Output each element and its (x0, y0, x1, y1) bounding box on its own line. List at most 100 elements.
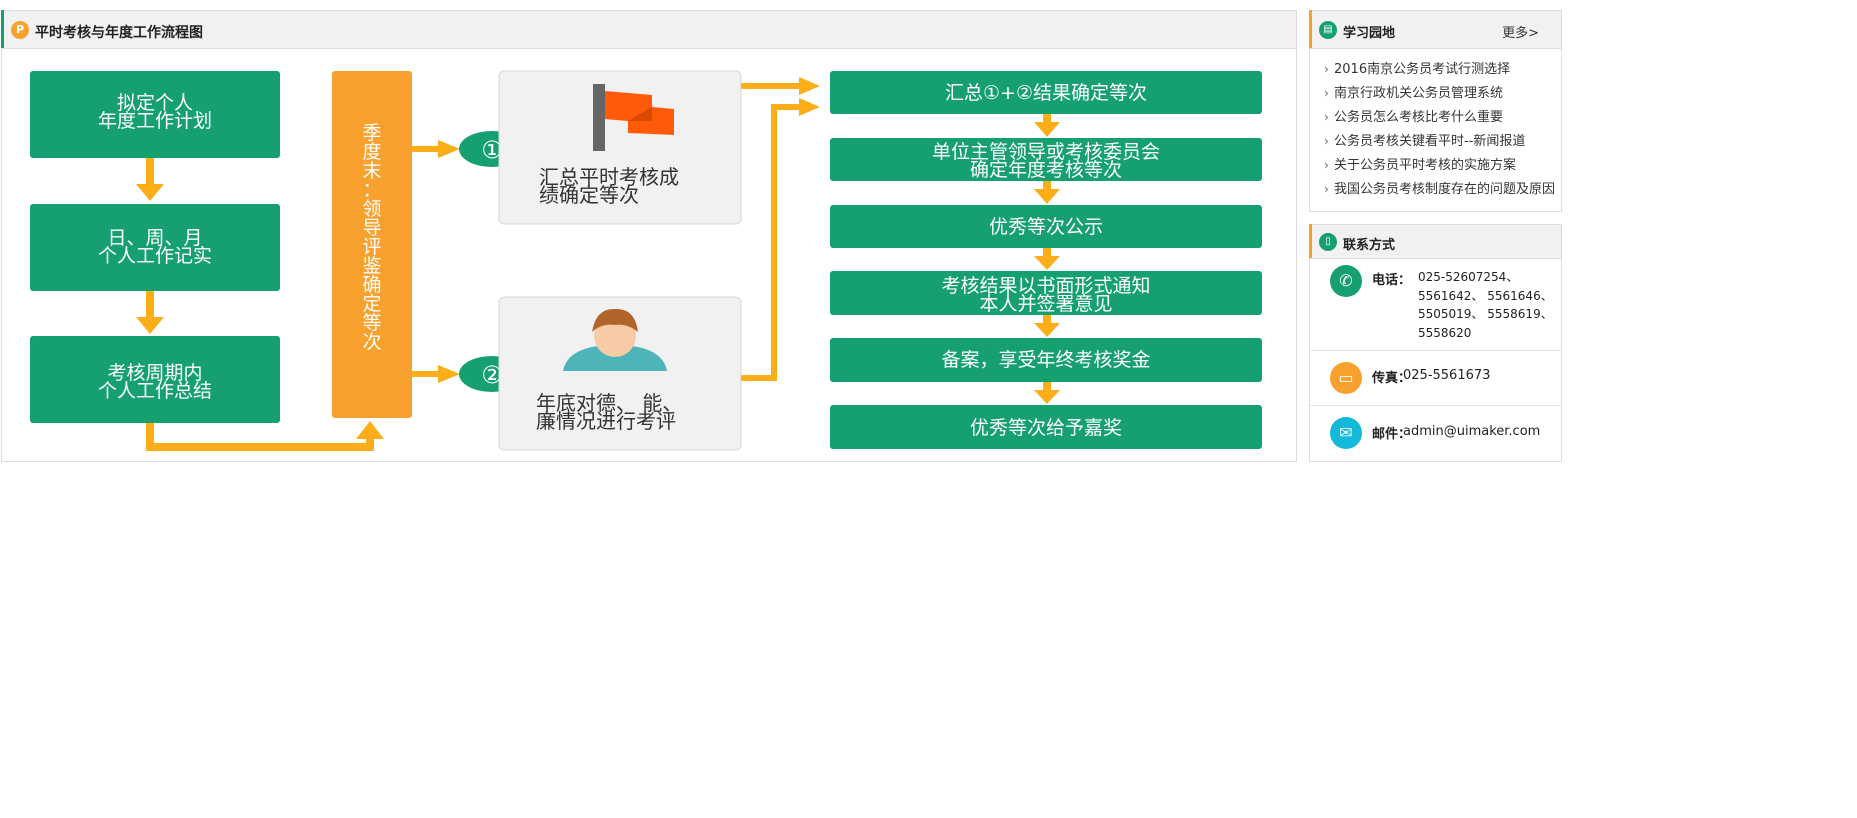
right-step-1: 汇总①+②结果确定等次 (830, 71, 1262, 114)
panel-header: P 平时考核与年度工作流程图 (1, 10, 1296, 49)
chevron-right-icon: › (1324, 158, 1329, 172)
news-list: › 2016南京公务员考试行测选择 › 南京行政机关公务员管理系统 › 公务员怎么考核… (1324, 55, 1555, 203)
right-step-2: 单位主管领导或考核委员会 确定年度考核等次 (830, 138, 1262, 181)
quarter-review-char: 季 (362, 122, 381, 144)
right-step-4: 考核结果以书面形式通知 本人并签署意见 (830, 271, 1262, 315)
list-item-label[interactable]: 公务员怎么考核比考什么重要 (1334, 110, 1504, 125)
right-step-3: 优秀等次公示 (830, 205, 1262, 248)
list-item[interactable]: › 2016南京公务员考试行测选择 (1324, 55, 1555, 83)
quarter-review-char: 等 (362, 312, 381, 334)
study-panel-title: 学习园地 (1343, 26, 1396, 41)
header-accent (1, 10, 4, 48)
header-accent (1309, 10, 1312, 48)
contact-panel-title: 联系方式 (1343, 238, 1396, 253)
mail-icon: ✉ (1330, 417, 1362, 449)
right-step-2-line2: 确定年度考核等次 (970, 159, 1122, 181)
left-step-2-line2: 个人工作记实 (98, 245, 212, 267)
left-down-arrows (136, 158, 164, 334)
right-step-6: 优秀等次给予嘉奖 (830, 405, 1262, 449)
quarter-review-char: 鉴 (362, 255, 381, 277)
left-step-1-line1: 拟定个人 (117, 92, 193, 114)
flag-icon (593, 84, 674, 151)
phone-icon: ✆ (1330, 265, 1362, 297)
quarter-review-char: ： (362, 179, 381, 201)
right-step-4-line1: 考核结果以书面形式通知 (941, 275, 1150, 297)
bottom-connector-arrow (146, 421, 384, 451)
panel-title: 平时考核与年度工作流程图 (35, 25, 203, 41)
flowchart: 拟定个人 年度工作计划 日、周、月 个人工作记实 考核周期内 个人工作总结 (30, 70, 1262, 451)
list-item[interactable]: › 公务员怎么考核比考什么重要 (1324, 103, 1555, 131)
right-steps: 汇总①+②结果确定等次 单位主管领导或考核委员会 确定年度考核等次 优秀等次公示… (830, 71, 1262, 449)
mail-value[interactable]: admin@uimaker.com (1403, 424, 1541, 439)
chevron-right-icon: › (1324, 62, 1329, 76)
list-item[interactable]: › 关于公务员平时考核的实施方案 (1324, 151, 1555, 179)
quarter-review-char: 领 (362, 198, 381, 220)
mail-label: 邮件： (1372, 427, 1412, 442)
right-step-3-line1: 优秀等次公示 (989, 216, 1103, 238)
left-step-2-line1: 日、周、月 (107, 227, 202, 249)
phone-row: ✆ 电话： 025-52607254、 5561642、 5561646、 55… (1310, 259, 1561, 351)
list-item[interactable]: › 我国公务员考核制度存在的问题及原因 (1324, 175, 1555, 203)
right-step-5: 备案，享受年终考核奖金 (830, 338, 1262, 382)
summary-box-1: 汇总平时考核成 绩确定等次 (498, 70, 742, 225)
fax-value: 025-5561673 (1403, 368, 1491, 383)
study-panel: ▤ 学习园地 更多> › 2016南京公务员考试行测选择 › 南京行政机关公务员管理… (1309, 10, 1562, 212)
right-step-1-line1: 汇总①+②结果确定等次 (945, 82, 1147, 104)
left-step-3-line2: 个人工作总结 (98, 380, 212, 402)
quarter-review-text: 季度末：领导评鉴确定等次 (362, 122, 381, 353)
quarter-review-char: 定 (362, 293, 381, 315)
chevron-right-icon: › (1324, 134, 1329, 148)
header-accent (1309, 224, 1312, 258)
list-item-label[interactable]: 我国公务员考核制度存在的问题及原因 (1334, 182, 1556, 197)
right-down-arrows (1034, 114, 1060, 404)
phone-mobile-icon: ▯ (1319, 233, 1337, 251)
summary-box-1-line2: 绩确定等次 (539, 183, 639, 207)
quarter-review-char: 评 (362, 236, 381, 258)
quarter-review-char: 度 (362, 141, 381, 163)
circle-2-label: ② (481, 361, 503, 389)
list-item-label[interactable]: 公务员考核关键看平时--新闻报道 (1334, 134, 1526, 149)
study-panel-header: ▤ 学习园地 更多> (1309, 10, 1561, 49)
phone-line: 5558620 (1418, 325, 1472, 340)
summary-box-1-line1: 汇总平时考核成 (539, 165, 679, 189)
mail-row: ✉ 邮件： admin@uimaker.com (1310, 406, 1561, 461)
chevron-right-icon: › (1324, 86, 1329, 100)
quarter-review-char: 导 (362, 217, 381, 239)
left-step-1: 拟定个人 年度工作计划 (30, 71, 280, 158)
right-step-6-line1: 优秀等次给予嘉奖 (970, 417, 1122, 439)
list-item-label[interactable]: 关于公务员平时考核的实施方案 (1334, 158, 1517, 173)
p-badge-icon: P (11, 21, 29, 39)
phone-value: 025-52607254、 5561642、 5561646、 5505019、… (1418, 268, 1553, 342)
summary-box-2-line2: 廉情况进行考评 (536, 409, 676, 433)
phone-line: 5505019、 5558619、 (1418, 307, 1553, 321)
phone-line: 5561642、 5561646、 (1418, 288, 1553, 303)
left-step-3: 考核周期内 个人工作总结 (30, 336, 280, 423)
right-step-5-line1: 备案，享受年终考核奖金 (941, 349, 1150, 371)
chevron-right-icon: › (1324, 110, 1329, 124)
chevron-right-icon: › (1324, 182, 1329, 196)
book-icon: ▤ (1319, 21, 1337, 39)
left-step-3-line1: 考核周期内 (107, 362, 202, 384)
left-step-2: 日、周、月 个人工作记实 (30, 204, 280, 291)
quarter-review-box: 季度末：领导评鉴确定等次 (332, 71, 412, 418)
quarter-review-char: 确 (362, 274, 381, 296)
quarter-review-char: 次 (362, 331, 381, 353)
flowchart-panel: P 平时考核与年度工作流程图 拟定个人 年度工作计划 日、周、月 个人工作记实 … (1, 10, 1297, 462)
summary-box-2: 年底对德、 能、 廉情况进行考评 (498, 296, 742, 451)
left-step-1-line2: 年度工作计划 (98, 110, 212, 132)
list-item-label[interactable]: 2016南京公务员考试行测选择 (1334, 62, 1511, 77)
right-merge-arrows (741, 77, 820, 381)
fax-row: ▭ 传真： 025-5561673 (1310, 351, 1561, 406)
list-item[interactable]: › 南京行政机关公务员管理系统 (1324, 79, 1555, 107)
phone-line: 025-52607254、 (1418, 270, 1519, 284)
right-step-2-line1: 单位主管领导或考核委员会 (932, 141, 1160, 163)
more-link[interactable]: 更多> (1502, 26, 1539, 41)
phone-label: 电话： (1372, 273, 1412, 288)
list-item[interactable]: › 公务员考核关键看平时--新闻报道 (1324, 127, 1555, 155)
person-icon (563, 308, 667, 371)
circle-1-label: ① (481, 136, 503, 164)
right-step-4-line2: 本人并签署意见 (979, 293, 1112, 315)
contact-panel-header: ▯ 联系方式 (1309, 224, 1561, 259)
quarter-review-char: 末 (362, 160, 381, 182)
list-item-label[interactable]: 南京行政机关公务员管理系统 (1334, 86, 1504, 101)
